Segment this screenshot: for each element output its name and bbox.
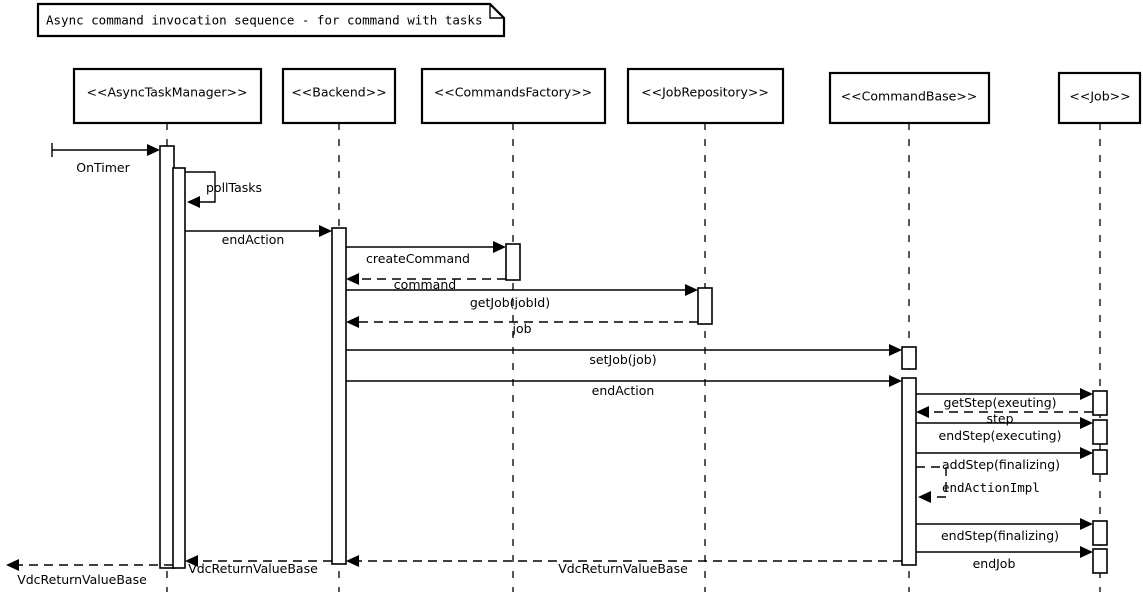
message-label-m10: getStep(exeuting) xyxy=(943,395,1056,410)
title-note-body xyxy=(36,2,506,38)
message-label-m5: command xyxy=(394,277,456,292)
message-m14[interactable] xyxy=(916,466,947,503)
activation-bar-job xyxy=(1092,390,1108,416)
activation-bar-job xyxy=(1092,449,1108,475)
message-m15[interactable] xyxy=(916,518,1093,530)
message-label-m1: OnTimer xyxy=(76,160,130,175)
messages-group xyxy=(6,143,1093,571)
message-label-m4: createCommand xyxy=(366,251,470,266)
message-m7[interactable] xyxy=(346,316,698,328)
message-m11[interactable] xyxy=(916,406,1093,418)
participant-box-asynctaskmanager[interactable] xyxy=(72,67,263,125)
message-label-m7: job xyxy=(511,321,531,336)
message-label-m2: pollTasks xyxy=(206,180,262,195)
message-m12[interactable] xyxy=(916,417,1093,429)
message-m19[interactable] xyxy=(6,559,173,571)
message-label-m15: endStep(finalizing) xyxy=(941,528,1059,543)
participant-box-commandsfactory[interactable] xyxy=(420,67,607,125)
message-m4[interactable] xyxy=(346,241,506,253)
message-label-m8: setJob(job) xyxy=(589,352,656,367)
message-m16[interactable] xyxy=(916,546,1093,558)
activation-bar-job xyxy=(1092,520,1108,546)
message-m2[interactable] xyxy=(185,171,216,208)
participant-label-jobrepository: <<JobRepository>> xyxy=(641,85,769,100)
participant-label-commandsfactory: <<CommandsFactory>> xyxy=(434,85,592,100)
title-note-group: Async command invocation sequence - for … xyxy=(36,2,506,38)
activation-bar-job xyxy=(1092,419,1108,445)
participant-box-backend[interactable] xyxy=(281,67,397,125)
message-label-m9: endAction xyxy=(592,383,655,398)
activation-bars-group xyxy=(159,145,1108,574)
labels-group: OnTimer pollTasks endAction createCommand co… xyxy=(17,160,1061,587)
activation-bar-commandsfactory xyxy=(505,243,521,281)
message-m6[interactable] xyxy=(346,284,698,296)
message-m10[interactable] xyxy=(916,388,1093,400)
title-note-fold-icon xyxy=(489,4,504,19)
message-m17[interactable] xyxy=(346,555,902,567)
participant-label-commandbase: <<CommandBase>> xyxy=(841,89,978,104)
participant-box-jobrepository[interactable] xyxy=(626,67,785,125)
message-label-m6: getJob(jobId) xyxy=(470,295,550,310)
message-m1[interactable] xyxy=(51,143,160,157)
message-label-m13: addStep(finalizing) xyxy=(942,457,1060,472)
activation-bar-job xyxy=(1092,548,1108,574)
message-m9[interactable] xyxy=(346,375,902,387)
activation-bar-commandbase xyxy=(901,377,917,566)
participant-box-job[interactable] xyxy=(1057,71,1142,125)
message-label-m14: endActionImpl xyxy=(942,480,1040,495)
message-m13[interactable] xyxy=(916,447,1093,459)
message-label-m11: step xyxy=(986,411,1013,426)
message-label-m12: endStep(executing) xyxy=(939,428,1062,443)
participant-label-asynctaskmanager: <<AsyncTaskManager>> xyxy=(87,85,248,100)
message-m18[interactable] xyxy=(185,555,332,567)
activation-bar-commandbase xyxy=(901,346,917,370)
message-label-m16: endJob xyxy=(973,556,1016,571)
message-label-m18: VdcReturnValueBase xyxy=(188,561,318,576)
activation-bar-asynctaskmanager xyxy=(159,145,175,569)
message-label-m3: endAction xyxy=(222,232,285,247)
message-m8[interactable] xyxy=(346,344,902,356)
activation-bar-jobrepository xyxy=(697,287,713,325)
message-label-m19: VdcReturnValueBase xyxy=(17,572,147,587)
participant-label-backend: <<Backend>> xyxy=(291,85,386,100)
participant-boxes-group: <<AsyncTaskManager>> <<Backend>> <<Command… xyxy=(72,67,1142,125)
activation-bar-asynctaskmanager xyxy=(172,167,186,569)
message-label-m17: VdcReturnValueBase xyxy=(558,561,688,576)
participant-box-commandbase[interactable] xyxy=(828,71,991,125)
message-m3[interactable] xyxy=(185,225,332,237)
activation-bar-backend xyxy=(331,227,347,565)
participant-label-job: <<Job>> xyxy=(1069,89,1130,104)
message-m5[interactable] xyxy=(346,273,506,285)
title-note-label: Async command invocation sequence - for … xyxy=(46,13,483,28)
